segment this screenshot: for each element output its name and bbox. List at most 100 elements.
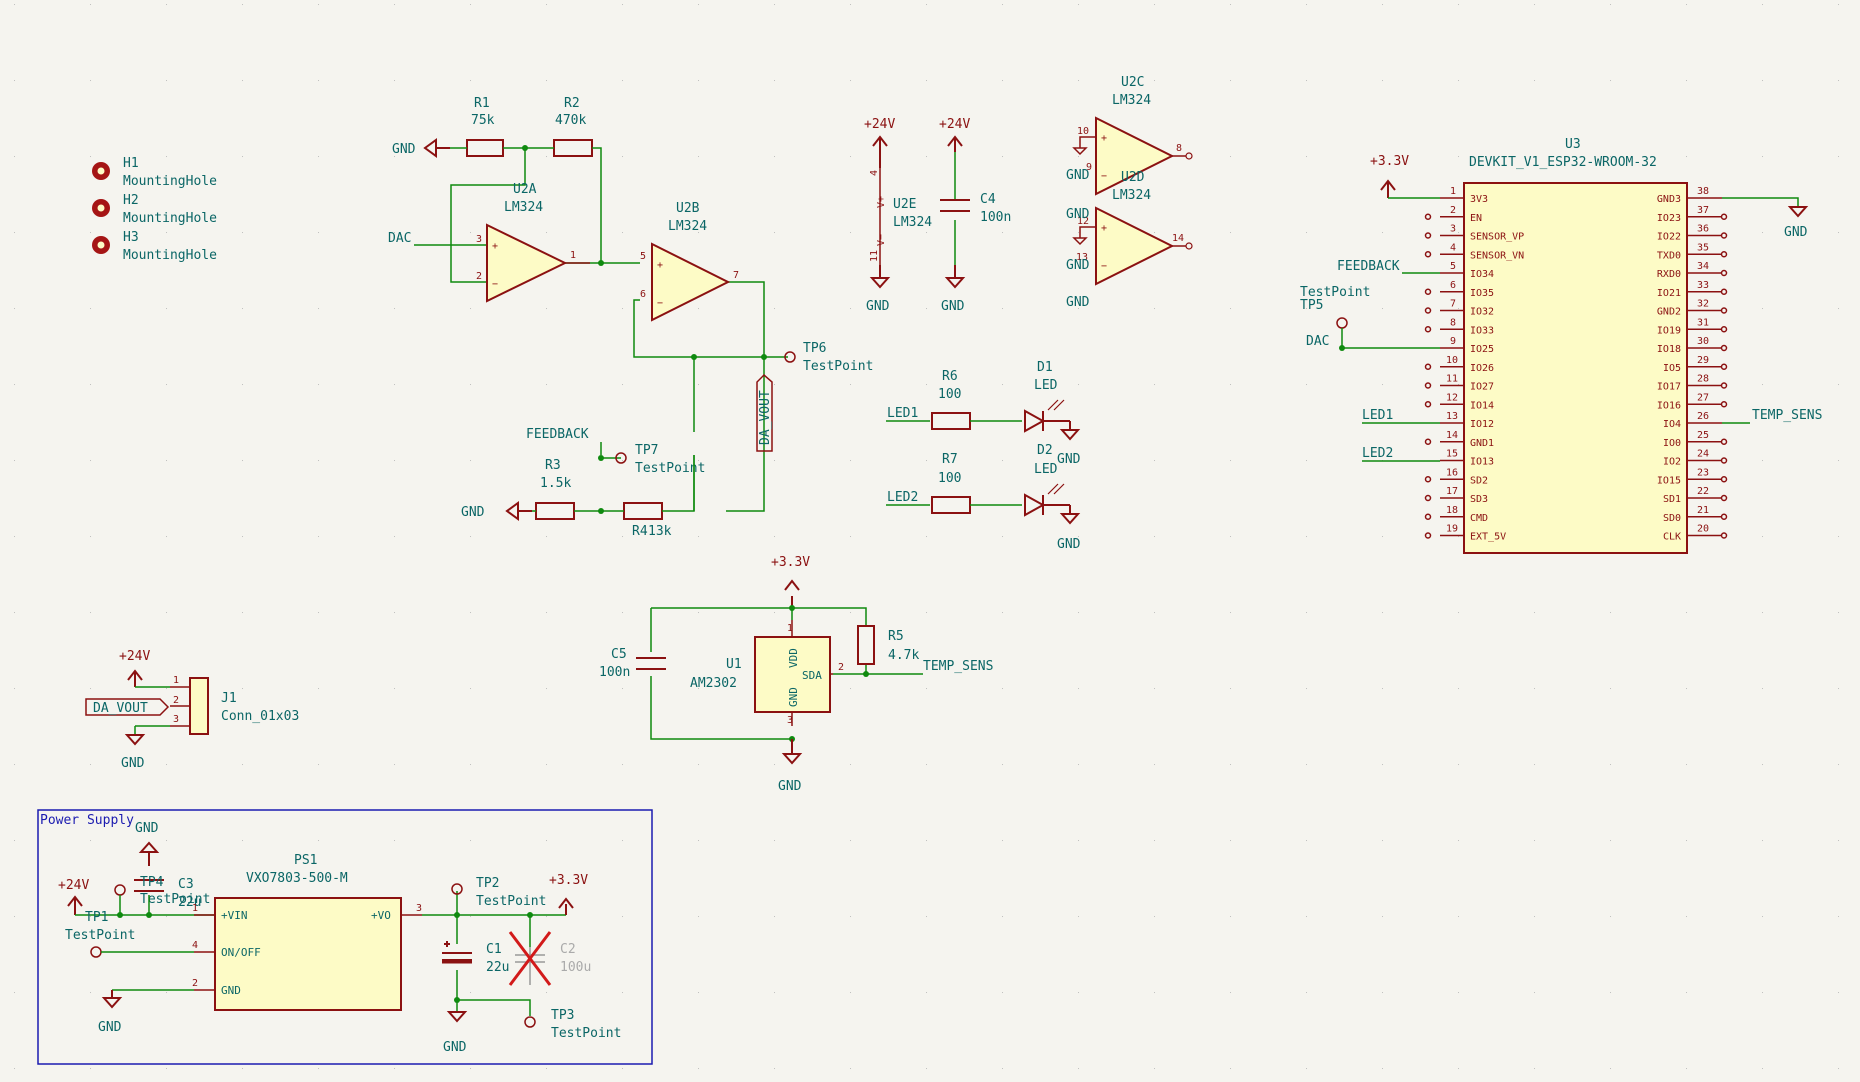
label-dac-mcu[interactable]: DAC <box>1306 334 1440 349</box>
power-33v-mcu[interactable]: +3.3V <box>1370 154 1409 198</box>
testpoint-tp1[interactable]: TP1 TestPoint <box>65 910 135 943</box>
svg-text:TestPoint: TestPoint <box>803 359 873 374</box>
mounting-hole-h3[interactable]: H3 MountingHole <box>92 230 217 263</box>
gnd-symbol-c3[interactable]: GND <box>135 821 160 866</box>
testpoint-tp2[interactable]: TP2 TestPoint <box>451 876 546 909</box>
mcu-pin-name: IO26 <box>1470 363 1494 374</box>
mcu-pin-name: SD1 <box>1663 494 1681 505</box>
label-led2-mcu[interactable]: LED2 <box>1362 446 1440 462</box>
opamp-u2a[interactable]: +− 321 U2A LM324 <box>476 182 590 303</box>
power-24v-psu[interactable]: +24V <box>58 878 89 915</box>
capacitor-c4[interactable]: C4 100n <box>940 192 1011 225</box>
power-24v-u2e[interactable]: +24V <box>864 117 895 168</box>
junction-r3r4 <box>598 508 604 514</box>
testpoint-tp6[interactable]: TP6 TestPoint <box>784 341 873 374</box>
mcu-pin-name: IO21 <box>1657 288 1681 299</box>
power-24v-c4[interactable]: +24V <box>939 117 970 152</box>
power-33v-sensor[interactable]: +3.3V <box>771 555 810 608</box>
junction-vo-b <box>527 912 533 918</box>
mcu-pin-nc <box>1720 382 1728 389</box>
mcu-pin-name: IO23 <box>1657 213 1681 224</box>
svg-text:U2C: U2C <box>1121 75 1144 90</box>
gnd-symbol-r3[interactable]: GND <box>461 501 532 521</box>
mcu-pin-nc <box>1720 401 1728 408</box>
svg-text:75k: 75k <box>471 113 495 128</box>
mcu-pin-name: IO4 <box>1663 419 1681 430</box>
mcu-pin-name: EXT_5V <box>1470 532 1506 543</box>
svg-text:H2: H2 <box>123 193 139 208</box>
svg-text:6: 6 <box>640 289 646 300</box>
label-led2-left[interactable]: LED2 <box>886 490 930 506</box>
svg-text:AM2302: AM2302 <box>690 676 737 691</box>
mcu-pin-name: IO27 <box>1470 382 1494 393</box>
svg-text:TestPoint: TestPoint <box>1300 285 1370 300</box>
svg-text:GND: GND <box>1066 258 1090 273</box>
mounting-hole-h1[interactable]: H1 MountingHole <box>92 156 217 189</box>
mcu-pin-number: 38 <box>1697 186 1709 197</box>
power-24v-j1[interactable]: +24V <box>119 649 150 687</box>
label-led1-mcu[interactable]: LED1 <box>1362 408 1440 424</box>
resistor-r2[interactable]: R2 470k <box>553 96 593 157</box>
svg-text:TestPoint: TestPoint <box>65 928 135 943</box>
testpoint-tp5[interactable]: TestPoint TP5 <box>1300 285 1370 348</box>
power-33v-psu[interactable]: +3.3V <box>549 873 588 915</box>
label-temp-sens-mcu[interactable]: TEMP_SENS <box>1722 408 1822 424</box>
testpoint-tp3[interactable]: TP3 TestPoint <box>524 1008 621 1041</box>
label-feedback-mcu[interactable]: FEEDBACK <box>1337 259 1440 274</box>
label-led1-left[interactable]: LED1 <box>886 406 930 422</box>
resistor-r3[interactable]: R3 1.5k <box>535 458 575 520</box>
led-d2[interactable]: D2 LED GND <box>1024 443 1081 552</box>
gnd-symbol-r1[interactable]: GND <box>392 138 450 158</box>
mcu-pin-name: IO35 <box>1470 288 1494 299</box>
gnd-symbol-mcu[interactable]: GND <box>1722 197 1809 240</box>
opamp-u2e[interactable]: 4 V+ V− 11 U2E LM324 <box>869 168 932 265</box>
testpoint-tp7[interactable]: TP7 TestPoint <box>601 443 705 476</box>
svg-text:1: 1 <box>192 903 198 914</box>
testpoint-tp4[interactable]: TP4 TestPoint <box>114 875 210 907</box>
junction-vout <box>761 354 767 360</box>
label-feedback[interactable]: FEEDBACK <box>526 427 602 455</box>
gnd-symbol-psu[interactable]: GND <box>98 989 194 1035</box>
mounting-hole-h2[interactable]: H2 MountingHole <box>92 193 217 226</box>
gnd-symbol-sensor[interactable]: GND <box>778 739 803 794</box>
svg-text:470k: 470k <box>555 113 586 128</box>
label-dac-opamp[interactable]: DAC <box>388 231 411 246</box>
mcu-pin-nc <box>1424 438 1432 445</box>
connector-j1[interactable]: 123 J1 Conn_01x03 <box>170 675 299 735</box>
gnd-symbol-u2e[interactable]: GND <box>866 265 891 314</box>
label-da-vout-hier[interactable]: DA_VOUT <box>756 373 773 452</box>
resistor-r5[interactable]: R5 4.7k <box>857 625 919 665</box>
capacitor-c2-dnp[interactable]: C2 100u <box>508 931 591 986</box>
led-d1[interactable]: D1 LED GND <box>1024 360 1081 467</box>
capacitor-c1[interactable]: C1 22u <box>442 941 509 975</box>
mcu-pin-name: IO19 <box>1657 325 1681 336</box>
svg-text:1.5k: 1.5k <box>540 476 571 491</box>
mcu-pin-number: 7 <box>1450 299 1456 310</box>
junction-gnd-out <box>454 997 460 1003</box>
mcu-pin-name: IO13 <box>1470 457 1494 468</box>
label-da-vout-j1[interactable]: DA_VOUT <box>85 698 170 716</box>
gnd-symbol-c4[interactable]: GND <box>941 265 966 314</box>
mcu-pin-name: SENSOR_VP <box>1470 232 1524 243</box>
capacitor-c3[interactable]: C3 22u <box>134 877 201 910</box>
label-temp-sens-sensor[interactable]: TEMP_SENS <box>923 659 993 674</box>
svg-text:R5: R5 <box>888 629 904 644</box>
sensor-u1[interactable]: 132 VDD SDA GND U1 AM2302 <box>690 620 844 726</box>
gnd-symbol-c1[interactable]: GND <box>443 1011 468 1055</box>
svg-text:11: 11 <box>869 250 880 262</box>
capacitor-c5[interactable]: C5 100n <box>599 647 666 680</box>
svg-text:DA_VOUT: DA_VOUT <box>93 701 148 716</box>
opamp-u2b[interactable]: +− 567 U2B LM324 <box>640 201 739 322</box>
mcu-pin-number: 36 <box>1697 224 1709 235</box>
mcu-pin-name: GND2 <box>1657 307 1681 318</box>
mcu-u3[interactable]: U3 DEVKIT_V1_ESP32-WROOM-32 13V32EN3SENS… <box>1424 137 1728 554</box>
mcu-pin-nc <box>1424 213 1432 220</box>
junction-tp5 <box>1339 345 1345 351</box>
onoff-testpoint[interactable] <box>90 946 194 958</box>
mcu-pin-number: 27 <box>1697 392 1709 403</box>
gnd-symbol-j1[interactable]: GND <box>121 734 146 771</box>
svg-text:−: − <box>657 298 663 309</box>
